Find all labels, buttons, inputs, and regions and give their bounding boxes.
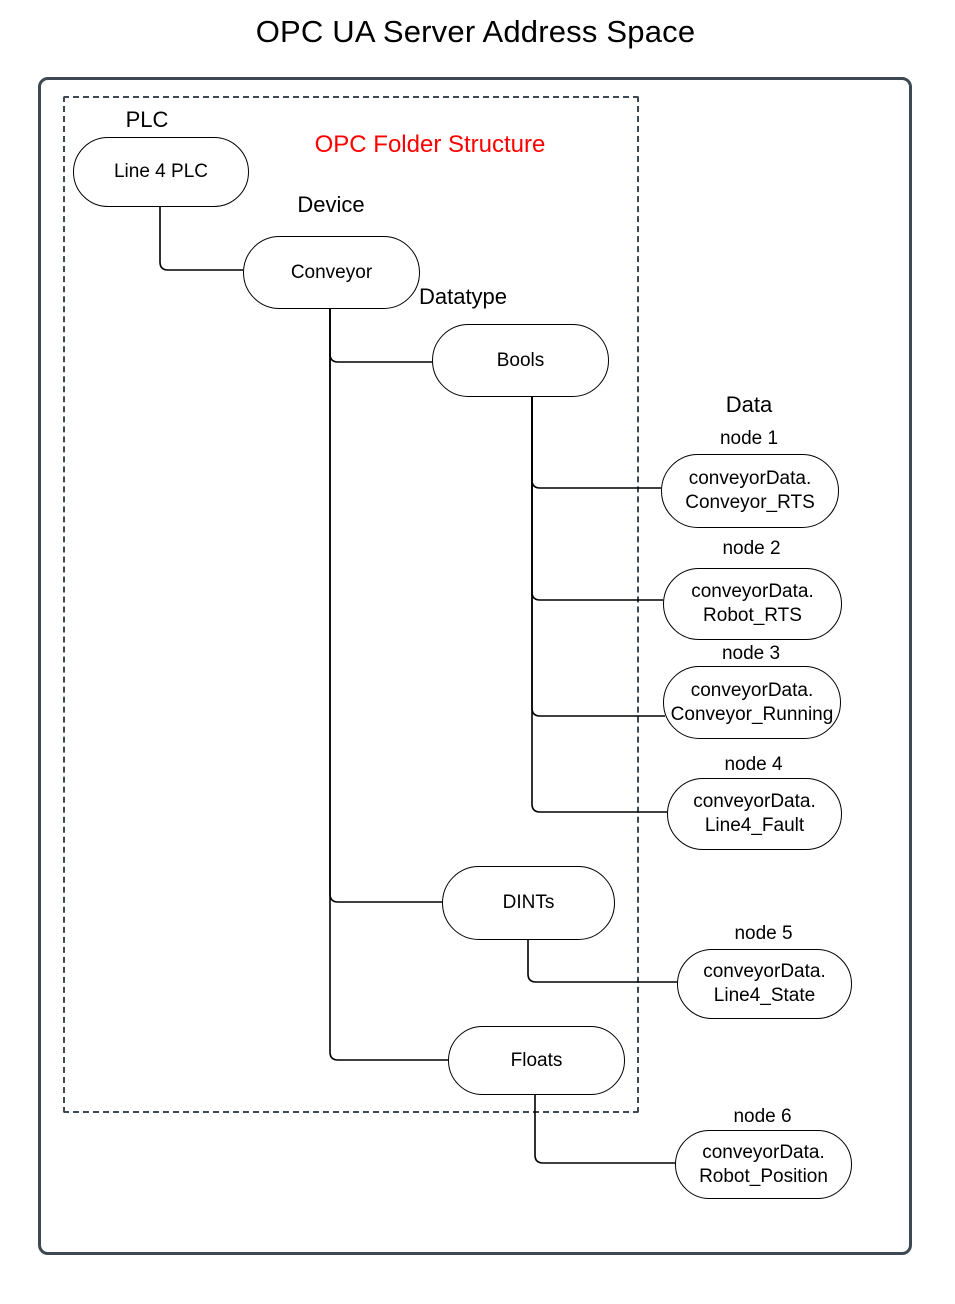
data-node-1-title: node 1 <box>719 428 779 449</box>
header-datatype: Datatype <box>418 284 508 309</box>
data-node-4-line2: Line4_Fault <box>704 815 805 836</box>
data-node-4-title: node 4 <box>724 754 783 775</box>
data-node-6: conveyorData. Robot_Position <box>675 1130 852 1199</box>
edge-bools-node1 <box>531 395 661 489</box>
edge-bools-node2 <box>531 395 663 601</box>
node-floats: Floats <box>448 1026 625 1095</box>
data-node-4-line1: conveyorData. <box>693 791 816 812</box>
edge-bools-node3 <box>531 395 665 717</box>
data-node-1-line2: Conveyor_RTS <box>685 492 815 513</box>
data-node-5: conveyorData. Line4_State <box>677 949 852 1019</box>
data-node-5-line1: conveyorData. <box>703 961 826 982</box>
node-line4-plc: Line 4 PLC <box>73 137 249 207</box>
edge-plc-conveyor <box>159 205 243 271</box>
opc-folder-structure-box <box>63 96 639 1113</box>
data-node-6-line1: conveyorData. <box>702 1141 825 1163</box>
edge-floats-node6 <box>534 1093 675 1164</box>
data-node-1: conveyorData. Conveyor_RTS <box>661 454 839 528</box>
data-node-2-line2: Robot_RTS <box>703 605 802 626</box>
node-conveyor: Conveyor <box>243 236 420 309</box>
diagram-title: OPC UA Server Address Space <box>255 14 696 49</box>
node-bools-label: Bools <box>496 349 545 371</box>
data-node-3: conveyorData. Conveyor_Running <box>663 666 841 739</box>
edge-dints-node5 <box>527 938 677 983</box>
node-line4-plc-label: Line 4 PLC <box>113 161 208 182</box>
node-conveyor-label: Conveyor <box>290 261 373 283</box>
data-node-3-line1: conveyorData. <box>690 679 814 701</box>
node-bools: Bools <box>432 324 609 397</box>
address-space-box <box>38 77 912 1255</box>
data-node-2-line1: conveyorData. <box>691 581 814 602</box>
edge-conveyor-floats <box>329 307 448 1061</box>
data-node-2: conveyorData. Robot_RTS <box>663 568 842 640</box>
data-node-6-line2: Robot_Position <box>699 1165 828 1187</box>
node-floats-label: Floats <box>510 1049 563 1071</box>
data-node-6-title: node 6 <box>733 1106 792 1127</box>
header-opc-folder-structure: OPC Folder Structure <box>314 131 546 158</box>
data-node-2-title: node 2 <box>722 538 781 559</box>
node-dints-label: DINTs <box>502 892 555 913</box>
edge-conveyor-bools <box>329 307 432 363</box>
edge-conveyor-dints <box>329 307 442 903</box>
data-node-3-title: node 3 <box>721 643 781 664</box>
data-node-5-line2: Line4_State <box>713 985 816 1006</box>
node-dints: DINTs <box>442 866 615 940</box>
header-device: Device <box>297 192 365 217</box>
data-node-3-line2: Conveyor_Running <box>670 703 834 725</box>
data-node-5-title: node 5 <box>734 923 793 944</box>
data-node-1-line1: conveyorData. <box>688 468 812 489</box>
data-node-4: conveyorData. Line4_Fault <box>667 778 842 850</box>
header-data: Data <box>725 392 773 417</box>
edge-bools-node4 <box>531 395 667 813</box>
header-plc: PLC <box>125 107 169 132</box>
